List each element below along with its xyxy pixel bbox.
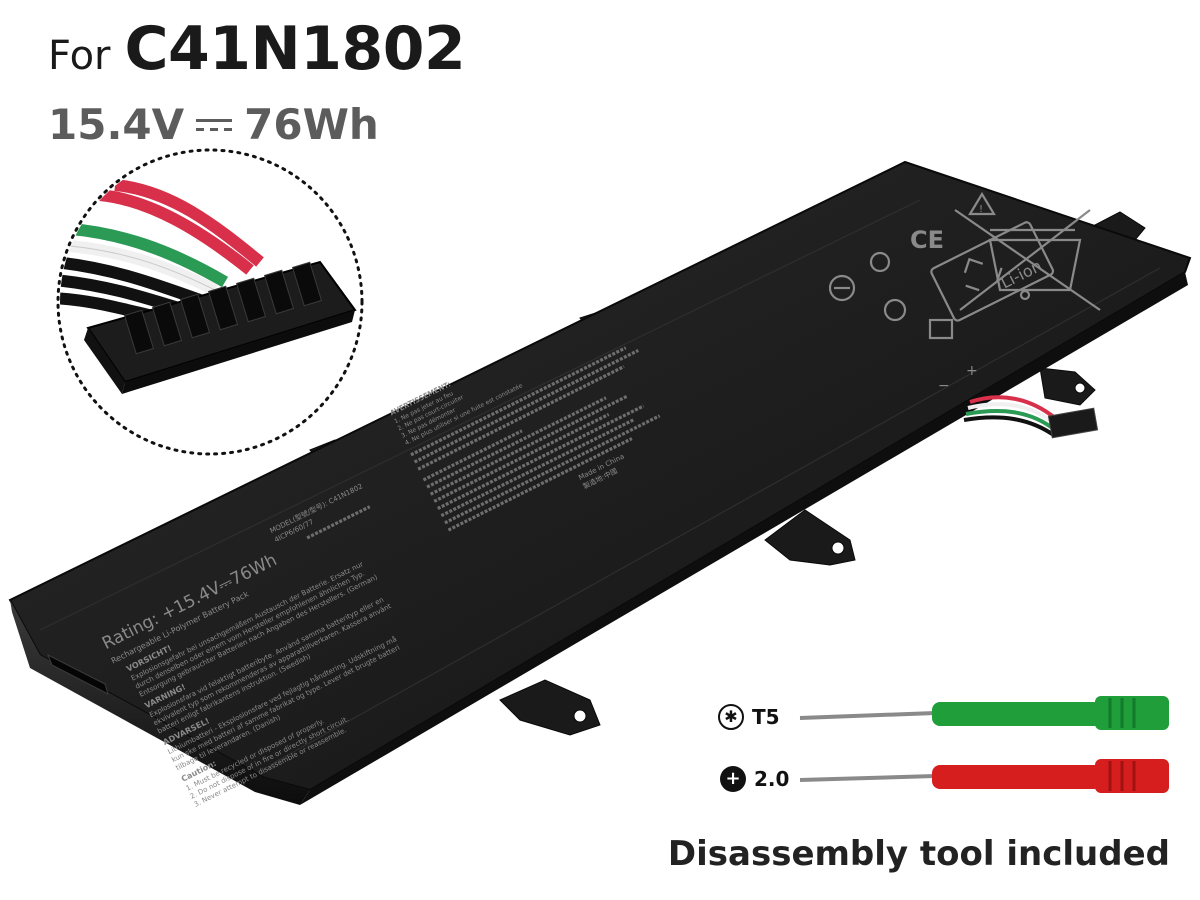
torx-icon: ✱ xyxy=(718,704,744,730)
phillips-icon: + xyxy=(720,766,746,792)
tool-label-2-0: 2.0 xyxy=(754,767,790,791)
connector-zoom-view xyxy=(56,148,364,456)
battery-side-cable xyxy=(963,395,1099,439)
chinese-recycle-icon xyxy=(928,318,954,340)
torx-screwdriver xyxy=(799,696,1169,730)
phillips-screwdriver xyxy=(799,759,1169,793)
plus-mark: + xyxy=(966,363,978,379)
dc-symbol-icon xyxy=(196,115,233,135)
tool-label-t5: T5 xyxy=(752,705,780,729)
model-number: C41N1802 xyxy=(124,14,466,84)
minus-mark: − xyxy=(938,378,950,394)
disassembly-tool-caption: Disassembly tool included xyxy=(667,834,1170,874)
ce-mark-icon: CE xyxy=(910,226,944,254)
voltage-spec: 15.4V xyxy=(48,100,185,149)
crossed-bin-icon xyxy=(954,209,1101,311)
capacity-spec: 76Wh xyxy=(244,100,379,149)
battery-front-edge xyxy=(10,600,310,805)
connector-slot xyxy=(47,653,109,695)
svg-text:!: ! xyxy=(979,204,983,215)
tool-row-torx: ✱ T5 xyxy=(718,704,792,730)
title-line: For C41N1802 xyxy=(48,14,466,84)
warning-triangle-icon xyxy=(968,191,996,216)
for-label: For xyxy=(48,33,111,79)
rohs-icon xyxy=(869,251,891,273)
spec-line: 15.4V 76Wh xyxy=(48,100,379,149)
energy-icon xyxy=(828,274,856,302)
recycle-5-icon xyxy=(883,298,907,322)
tool-row-phillips: + 2.0 xyxy=(720,766,794,792)
